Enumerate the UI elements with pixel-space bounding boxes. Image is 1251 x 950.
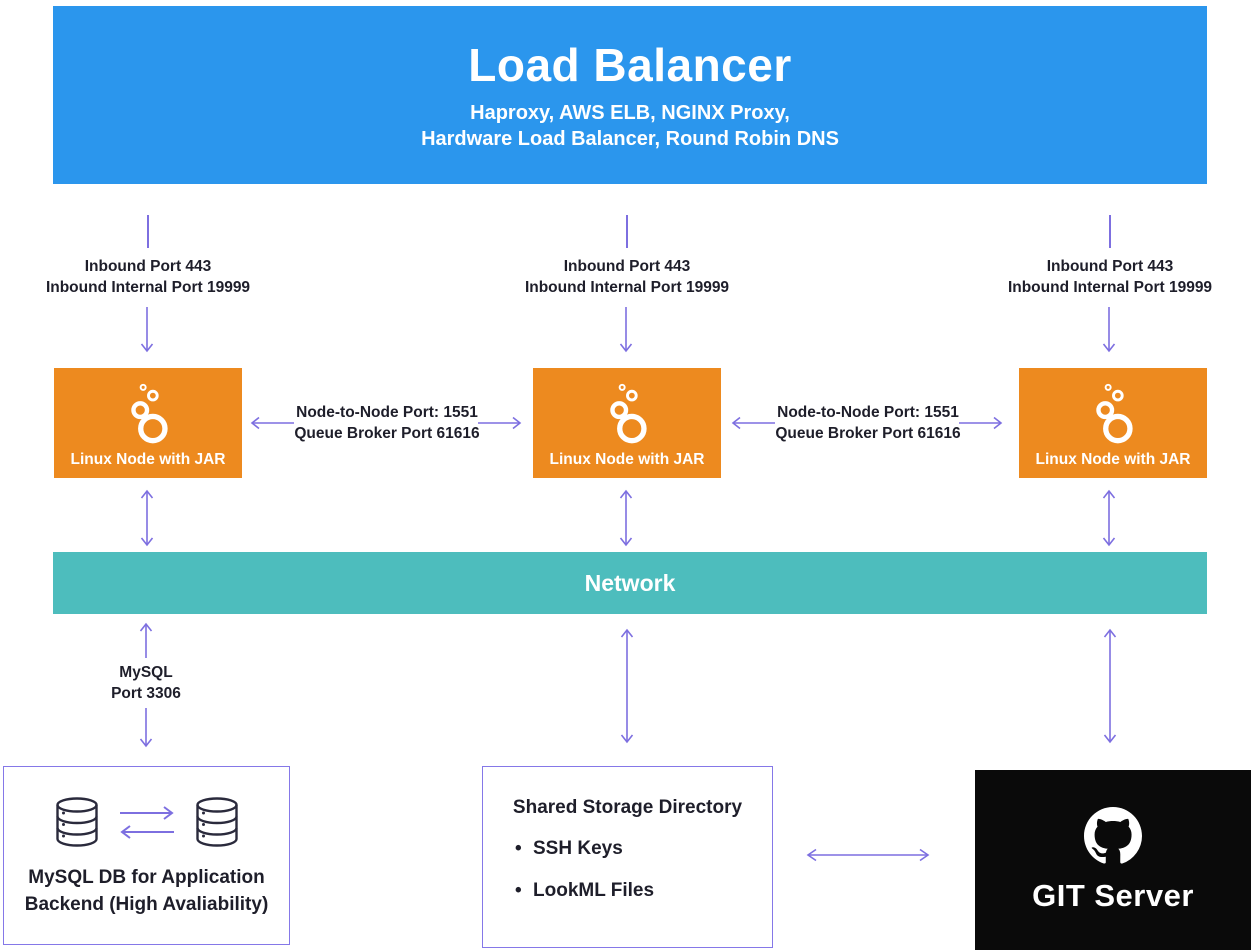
arrow-down-icon — [140, 307, 154, 353]
network-box: Network — [53, 552, 1207, 614]
git-server-label: GIT Server — [1032, 877, 1194, 913]
arrow-left-icon — [250, 416, 294, 430]
mysql-db-box: MySQL DB for Application Backend (High A… — [3, 766, 290, 945]
arrow-double-vertical-icon — [1103, 628, 1117, 744]
inbound-label-line1: Inbound Port 443 — [563, 258, 691, 275]
arrow-right-icon — [959, 416, 1003, 430]
linux-node-box-2: Linux Node with JAR — [533, 368, 721, 478]
git-server-box: GIT Server — [975, 770, 1251, 950]
looker-cluster-icon — [610, 383, 647, 444]
node-link-label-1: Node-to-Node Port: 1551 Queue Broker Por… — [292, 402, 482, 444]
node-link-line2: Queue Broker Port 61616 — [294, 425, 480, 442]
inbound-label-line1: Inbound Port 443 — [1046, 258, 1174, 275]
arrow-double-vertical-icon — [140, 489, 154, 547]
looker-cluster-icon — [1096, 383, 1133, 444]
load-balancer-subtitle-line1: Haproxy, AWS ELB, NGINX Proxy, — [470, 101, 790, 124]
shared-storage-title: Shared Storage Directory — [512, 797, 743, 818]
linux-node-label: Linux Node with JAR — [1035, 451, 1191, 468]
load-balancer-title: Load Balancer — [468, 38, 792, 91]
shared-storage-list: SSH Keys LookML Files — [483, 837, 772, 903]
database-cylinder-icon — [55, 796, 98, 847]
replication-arrows-icon — [119, 805, 174, 839]
shared-storage-box: Shared Storage Directory SSH Keys LookML… — [482, 766, 773, 948]
mysql-port-label: MySQL Port 3306 — [76, 662, 216, 704]
arrow-up-icon — [139, 622, 153, 658]
arrow-double-vertical-icon — [620, 628, 634, 744]
arrow-double-vertical-icon — [619, 489, 633, 547]
arrow-down-icon — [139, 708, 153, 748]
linux-node-box-3: Linux Node with JAR — [1019, 368, 1207, 478]
connector-line — [1109, 215, 1111, 248]
network-label: Network — [584, 569, 676, 596]
node-link-line1: Node-to-Node Port: 1551 — [296, 404, 478, 421]
load-balancer-box: Load Balancer Haproxy, AWS ELB, NGINX Pr… — [53, 6, 1207, 184]
load-balancer-subtitle-line2: Hardware Load Balancer, Round Robin DNS — [421, 128, 839, 150]
node-link-line2: Queue Broker Port 61616 — [775, 425, 961, 442]
mysql-label-line1: MySQL — [119, 664, 173, 681]
mysql-db-label-line2: Backend (High Avaliability) — [24, 893, 269, 915]
linux-node-label: Linux Node with JAR — [70, 451, 226, 468]
arrow-down-icon — [619, 307, 633, 353]
database-cylinder-icon — [195, 796, 238, 847]
connector-line — [147, 215, 149, 248]
github-octocat-icon — [1084, 806, 1142, 864]
inbound-label-line2: Inbound Internal Port 19999 — [524, 279, 730, 296]
database-replication-graphic — [55, 796, 239, 848]
inbound-ports-label-3: Inbound Port 443 Inbound Internal Port 1… — [970, 256, 1250, 298]
inbound-ports-label-1: Inbound Port 443 Inbound Internal Port 1… — [8, 256, 288, 298]
inbound-label-line2: Inbound Internal Port 19999 — [1007, 279, 1213, 296]
inbound-label-line1: Inbound Port 443 — [84, 258, 212, 275]
arrow-down-icon — [1102, 307, 1116, 353]
mysql-db-label: MySQL DB for Application Backend (High A… — [25, 864, 269, 918]
looker-cluster-icon — [131, 383, 168, 444]
mysql-db-label-line1: MySQL DB for Application — [28, 866, 265, 888]
mysql-label-line2: Port 3306 — [111, 685, 181, 702]
node-link-label-2: Node-to-Node Port: 1551 Queue Broker Por… — [773, 402, 963, 444]
storage-item-ssh-keys: SSH Keys — [515, 837, 772, 861]
arrow-double-horizontal-icon — [806, 848, 930, 862]
node-link-line1: Node-to-Node Port: 1551 — [777, 404, 959, 421]
arrow-left-icon — [731, 416, 775, 430]
storage-item-lookml-files: LookML Files — [515, 879, 772, 903]
arrow-right-icon — [478, 416, 522, 430]
linux-node-label: Linux Node with JAR — [549, 451, 705, 468]
linux-node-box-1: Linux Node with JAR — [54, 368, 242, 478]
inbound-label-line2: Inbound Internal Port 19999 — [45, 279, 251, 296]
inbound-ports-label-2: Inbound Port 443 Inbound Internal Port 1… — [487, 256, 767, 298]
connector-line — [626, 215, 628, 248]
arrow-double-vertical-icon — [1102, 489, 1116, 547]
